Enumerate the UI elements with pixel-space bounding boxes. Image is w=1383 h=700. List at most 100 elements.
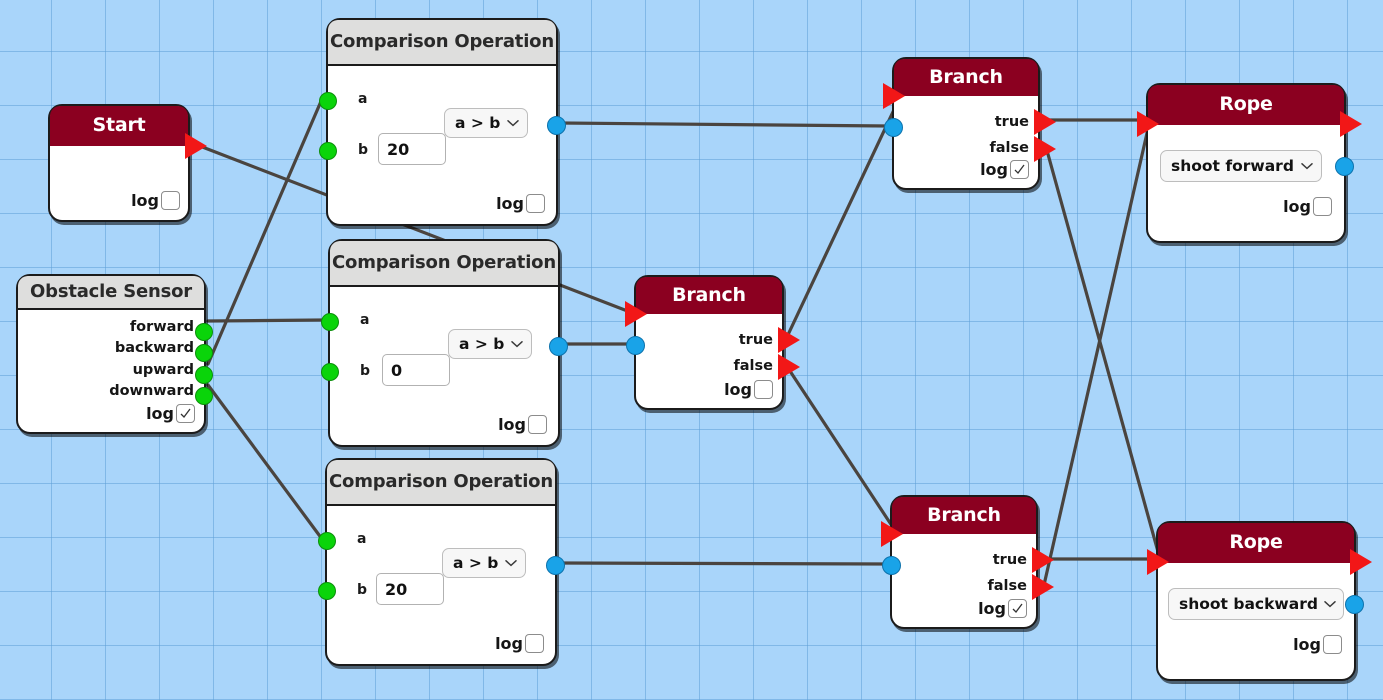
- branch-middle-exec-in-port[interactable]: [625, 301, 647, 327]
- node-comparison-1[interactable]: Comparison Operation a b a > b 20 log: [319, 18, 566, 226]
- branch-top-true-out-port[interactable]: [1034, 109, 1056, 135]
- comparison-2-input-label-a: a: [360, 312, 370, 328]
- node-branch-top[interactable]: Branch true false log: [883, 57, 1056, 190]
- node-comparison-3-body: a b a > b 20 log: [327, 506, 555, 663]
- node-comparison-3[interactable]: Comparison Operation a b a > b 20 log: [318, 458, 565, 666]
- comparison-3-b-input[interactable]: 20: [376, 573, 444, 605]
- node-branch-middle-title: Branch: [672, 283, 746, 306]
- comparison-3-b-value: 20: [385, 579, 408, 599]
- comparison-2-log-checkbox[interactable]: [528, 415, 547, 434]
- sensor-port-upward[interactable]: [195, 366, 213, 384]
- branch-top-condition-in-port[interactable]: [884, 118, 903, 137]
- node-branch-top-title: Branch: [929, 65, 1003, 88]
- rope-bottom-data-out-port[interactable]: [1345, 595, 1364, 614]
- comparison-1-port-out[interactable]: [547, 116, 566, 135]
- comparison-3-input-label-b: b: [357, 582, 368, 598]
- branch-middle-log-checkbox[interactable]: [754, 380, 773, 399]
- start-log-row[interactable]: log: [131, 191, 180, 210]
- comparison-2-port-a[interactable]: [321, 313, 339, 331]
- branch-top-output-label-false: false: [989, 140, 1029, 156]
- node-comparison-2[interactable]: Comparison Operation a b a > b 0 log: [321, 239, 568, 447]
- node-comparison-1-header: Comparison Operation: [328, 20, 556, 66]
- branch-middle-false-out-port[interactable]: [778, 354, 800, 380]
- node-comparison-2-title: Comparison Operation: [332, 251, 556, 273]
- node-rope-bottom[interactable]: Rope shoot backward log: [1147, 521, 1372, 681]
- node-start-title: Start: [92, 114, 146, 137]
- branch-bottom-false-out-port[interactable]: [1032, 574, 1054, 600]
- rope-top-exec-out-port[interactable]: [1340, 111, 1362, 137]
- wire-branch-middle-false-to-branch-bottom: [784, 363, 900, 537]
- rope-top-exec-in-port[interactable]: [1137, 111, 1159, 137]
- branch-middle-output-label-true: true: [738, 332, 773, 348]
- node-obstacle-sensor[interactable]: Obstacle Sensor forward backward upward …: [16, 274, 213, 434]
- branch-top-log-checkbox[interactable]: [1010, 160, 1029, 179]
- branch-top-false-out-port[interactable]: [1034, 136, 1056, 162]
- comparison-3-log-checkbox[interactable]: [525, 634, 544, 653]
- comparison-3-port-a[interactable]: [318, 532, 336, 550]
- branch-middle-log-row[interactable]: log: [724, 380, 773, 399]
- node-rope-bottom-title: Rope: [1229, 531, 1283, 554]
- sensor-port-downward[interactable]: [195, 387, 213, 405]
- comparison-1-operator-select[interactable]: a > b: [444, 108, 528, 138]
- rope-bottom-action-select[interactable]: shoot backward: [1168, 588, 1344, 620]
- rope-top-data-out-port[interactable]: [1335, 157, 1354, 176]
- rope-bottom-log-checkbox[interactable]: [1323, 635, 1342, 654]
- sensor-output-label-upward: upward: [132, 362, 194, 378]
- comparison-3-port-b[interactable]: [318, 582, 336, 600]
- rope-bottom-log-row[interactable]: log: [1293, 635, 1342, 654]
- comparison-2-b-input[interactable]: 0: [382, 354, 450, 386]
- node-start[interactable]: Start log: [48, 104, 207, 222]
- node-comparison-2-header: Comparison Operation: [330, 241, 558, 287]
- node-comparison-2-body: a b a > b 0 log: [330, 287, 558, 444]
- comparison-3-operator-select[interactable]: a > b: [442, 548, 526, 578]
- branch-bottom-log-checkbox[interactable]: [1008, 599, 1027, 618]
- branch-bottom-true-out-port[interactable]: [1032, 547, 1054, 573]
- wire-branch-bottom-false-to-rope-top: [1042, 118, 1152, 587]
- start-log-checkbox[interactable]: [161, 191, 180, 210]
- comparison-2-port-b[interactable]: [321, 363, 339, 381]
- branch-middle-true-out-port[interactable]: [778, 327, 800, 353]
- rope-bottom-exec-in-port[interactable]: [1147, 549, 1169, 575]
- rope-top-log-row[interactable]: log: [1283, 197, 1332, 216]
- branch-bottom-output-label-true: true: [992, 552, 1027, 568]
- comparison-1-log-checkbox[interactable]: [526, 194, 545, 213]
- rope-top-log-label: log: [1283, 197, 1311, 216]
- chevron-down-icon: [505, 560, 517, 567]
- comparison-1-operator-value: a > b: [455, 114, 501, 132]
- wire-sensor-forward-to-comparison2-a: [206, 318, 326, 323]
- comparison-2-operator-select[interactable]: a > b: [448, 329, 532, 359]
- comparison-1-log-row[interactable]: log: [496, 194, 545, 213]
- comparison-1-port-a[interactable]: [319, 92, 337, 110]
- comparison-3-input-label-a: a: [357, 531, 367, 547]
- chevron-down-icon: [511, 341, 523, 348]
- rope-bottom-exec-out-port[interactable]: [1350, 549, 1372, 575]
- comparison-2-log-label: log: [498, 415, 526, 434]
- comparison-3-port-out[interactable]: [546, 556, 565, 575]
- branch-bottom-log-label: log: [978, 599, 1006, 618]
- branch-middle-condition-in-port[interactable]: [626, 336, 645, 355]
- rope-top-log-checkbox[interactable]: [1313, 197, 1332, 216]
- branch-top-log-row[interactable]: log: [980, 160, 1029, 179]
- comparison-3-log-row[interactable]: log: [495, 634, 544, 653]
- branch-bottom-condition-in-port[interactable]: [882, 556, 901, 575]
- sensor-log-row[interactable]: log: [146, 404, 195, 423]
- branch-bottom-exec-in-port[interactable]: [881, 521, 903, 547]
- chevron-down-icon: [507, 120, 519, 127]
- wire-sensor-upward-to-comparison1-a: [206, 97, 324, 366]
- comparison-2-port-out[interactable]: [549, 337, 568, 356]
- branch-middle-output-label-false: false: [733, 358, 773, 374]
- sensor-port-backward[interactable]: [195, 344, 213, 362]
- rope-top-action-select[interactable]: shoot forward: [1160, 150, 1322, 182]
- comparison-1-b-input[interactable]: 20: [378, 133, 446, 165]
- comparison-1-port-b[interactable]: [319, 142, 337, 160]
- node-branch-middle[interactable]: Branch true false log: [625, 275, 800, 410]
- comparison-2-log-row[interactable]: log: [498, 415, 547, 434]
- branch-top-exec-in-port[interactable]: [883, 83, 905, 109]
- sensor-port-forward[interactable]: [195, 323, 213, 341]
- node-branch-bottom[interactable]: Branch true false log: [881, 495, 1054, 629]
- sensor-log-checkbox[interactable]: [176, 404, 195, 423]
- node-rope-top[interactable]: Rope shoot forward log: [1137, 83, 1362, 243]
- start-exec-out-port[interactable]: [185, 133, 207, 159]
- branch-bottom-log-row[interactable]: log: [978, 599, 1027, 618]
